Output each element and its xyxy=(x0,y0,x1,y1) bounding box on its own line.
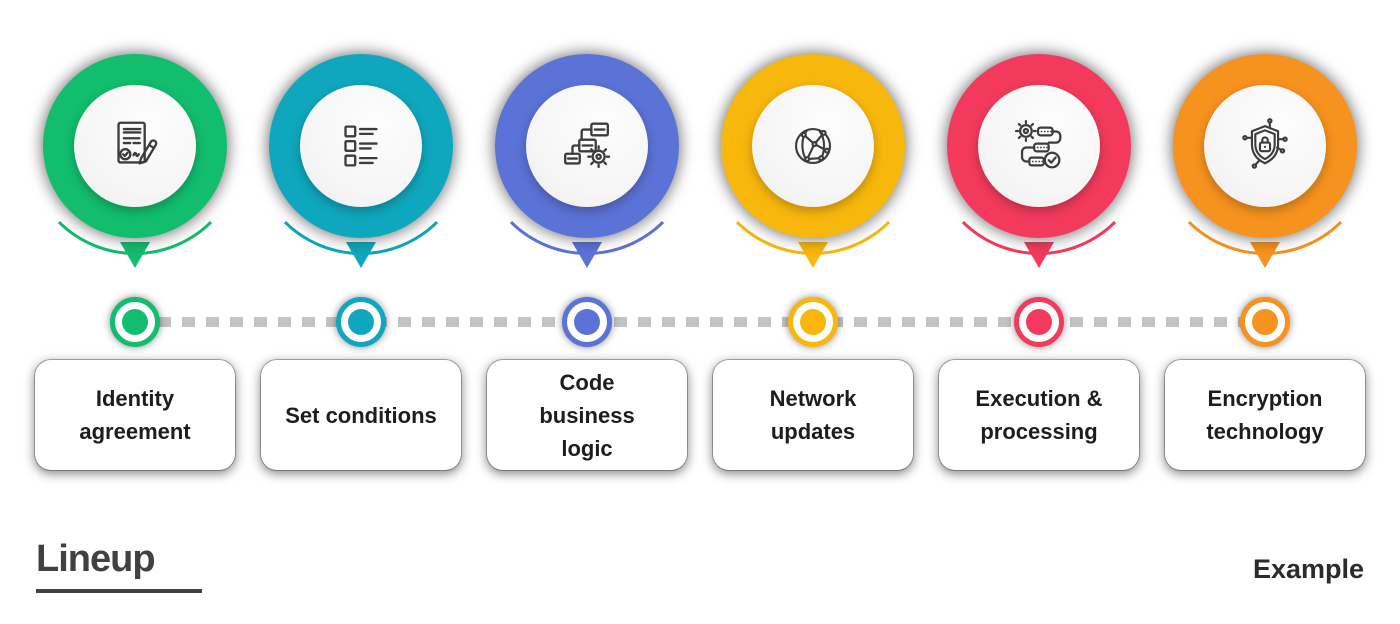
step-6-circle xyxy=(1173,54,1357,238)
contract-signature-icon xyxy=(104,115,166,177)
timeline-dashed-connector xyxy=(134,317,1266,327)
step-5-label: Execution & processing xyxy=(975,386,1103,444)
timeline-node-6 xyxy=(1240,297,1290,347)
footer: Lineup Example xyxy=(0,538,1400,593)
step-2-circle xyxy=(269,54,453,238)
step-4-pin-badge xyxy=(701,54,925,294)
labels-row: Identity agreement Set conditions Code b… xyxy=(0,360,1400,470)
step-1-label: Identity agreement xyxy=(79,386,191,444)
step-1-pin-badge xyxy=(23,54,247,294)
timeline-node-3 xyxy=(562,297,612,347)
step-2-pin-badge xyxy=(249,54,473,294)
step-4-network-updates xyxy=(700,54,926,294)
step-3-circle xyxy=(495,54,679,238)
step-3-label: Code business logic xyxy=(539,369,635,461)
timeline-node-1 xyxy=(110,297,160,347)
step-1-circle xyxy=(43,54,227,238)
brand-logo-text: Lineup xyxy=(36,538,156,580)
step-1-label-card: Identity agreement xyxy=(35,360,235,470)
step-5-execution-processing xyxy=(926,54,1152,294)
step-2-set-conditions xyxy=(248,54,474,294)
step-5-pin-badge xyxy=(927,54,1151,294)
timeline-node-4 xyxy=(788,297,838,347)
step-2-label: Set conditions xyxy=(285,402,437,428)
step-5-circle xyxy=(947,54,1131,238)
timeline xyxy=(0,294,1400,350)
pin-tail xyxy=(572,242,602,268)
pin-tail xyxy=(798,242,828,268)
pin-tail xyxy=(1024,242,1054,268)
step-6-label: Encryption technology xyxy=(1206,386,1324,444)
brand-logo: Lineup xyxy=(36,538,202,593)
step-1-identity-agreement xyxy=(22,54,248,294)
timeline-node-2 xyxy=(336,297,386,347)
pin-tail xyxy=(346,242,376,268)
flowchart-gear-icon xyxy=(556,115,618,177)
timeline-node-5 xyxy=(1014,297,1064,347)
step-4-label: Network updates xyxy=(769,386,857,444)
example-watermark: Example xyxy=(1252,554,1364,584)
step-4-label-card: Network updates xyxy=(713,360,913,470)
process-steps-row xyxy=(0,0,1400,294)
network-globe-icon xyxy=(782,115,844,177)
step-3-label-card: Code business logic xyxy=(487,360,687,470)
step-6-pin-badge xyxy=(1153,54,1377,294)
step-5-label-card: Execution & processing xyxy=(939,360,1139,470)
pin-tail xyxy=(1250,242,1280,268)
shield-lock-icon xyxy=(1234,115,1296,177)
step-6-encryption-technology xyxy=(1152,54,1378,294)
step-3-pin-badge xyxy=(475,54,699,294)
pin-tail xyxy=(120,242,150,268)
step-6-label-card: Encryption technology xyxy=(1165,360,1365,470)
step-3-code-business-logic xyxy=(474,54,700,294)
workflow-check-icon xyxy=(1008,115,1070,177)
checklist-icon xyxy=(330,115,392,177)
brand-logo-underline xyxy=(36,589,202,593)
step-2-label-card: Set conditions xyxy=(261,360,461,470)
step-4-circle xyxy=(721,54,905,238)
